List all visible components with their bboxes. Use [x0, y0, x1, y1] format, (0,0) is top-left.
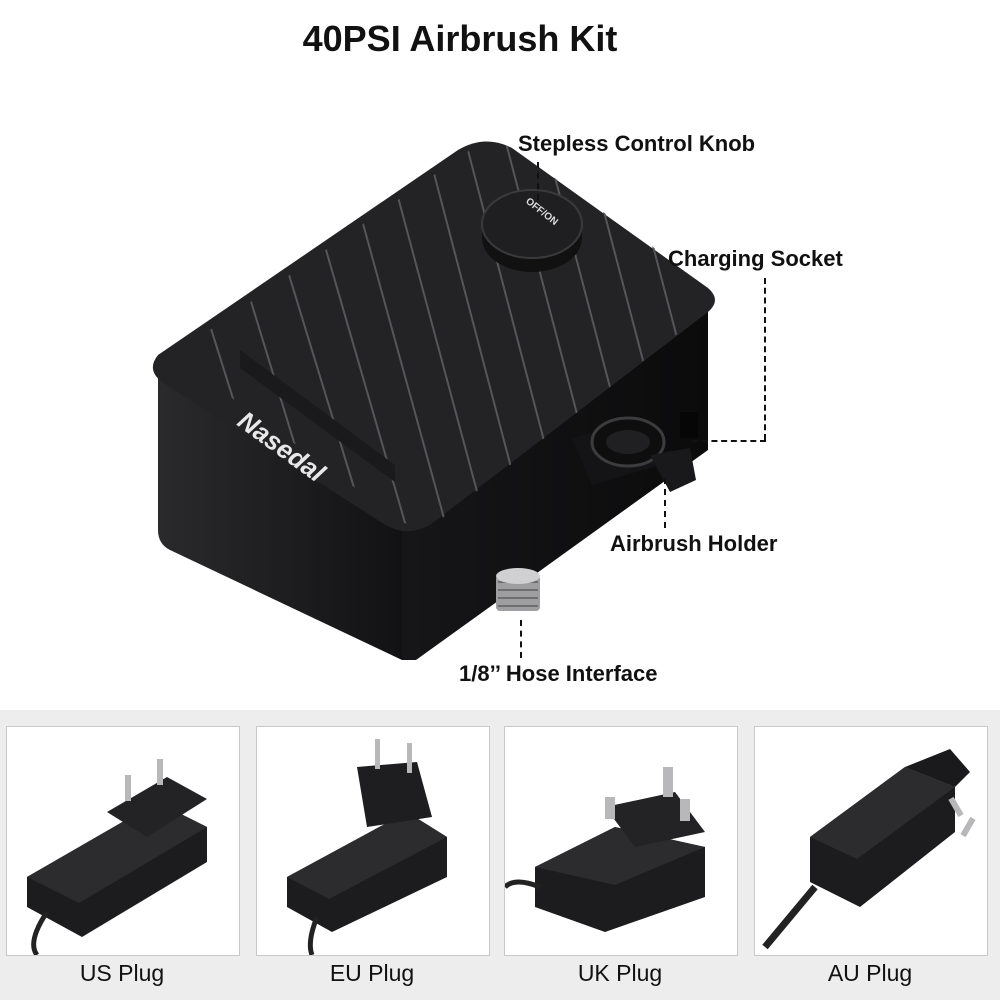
callout-socket-leader-h [692, 440, 766, 442]
plug-card-us [6, 726, 240, 957]
callout-holder-leader [664, 478, 666, 528]
page-title: 40PSI Airbrush Kit [302, 18, 618, 59]
au-plug-adapter-icon [762, 749, 976, 950]
plug-label-eu: EU Plug [329, 960, 415, 986]
eu-plug-adapter-icon [287, 739, 447, 956]
plug-label-uk: UK Plug [577, 960, 663, 986]
plug-label-au: AU Plug [827, 960, 913, 986]
plug-card-au [754, 726, 988, 956]
callout-knob-label: Stepless Control Knob [518, 131, 756, 156]
callout-socket-leader-v [764, 278, 766, 440]
us-plug-adapter-icon [27, 759, 207, 957]
callout-hose-label: 1/8’’ Hose Interface [459, 661, 658, 686]
plug-label-us: US Plug [79, 960, 165, 986]
callout-holder-label: Airbrush Holder [610, 531, 778, 556]
callout-socket-label: Charging Socket [668, 246, 843, 271]
plug-card-uk [503, 726, 738, 956]
callout-hose-leader [520, 620, 522, 658]
airbrush-compressor-image [152, 141, 715, 660]
callout-knob-leader [537, 162, 539, 200]
uk-plug-adapter-icon [503, 767, 705, 932]
plug-card-eu [256, 726, 490, 956]
